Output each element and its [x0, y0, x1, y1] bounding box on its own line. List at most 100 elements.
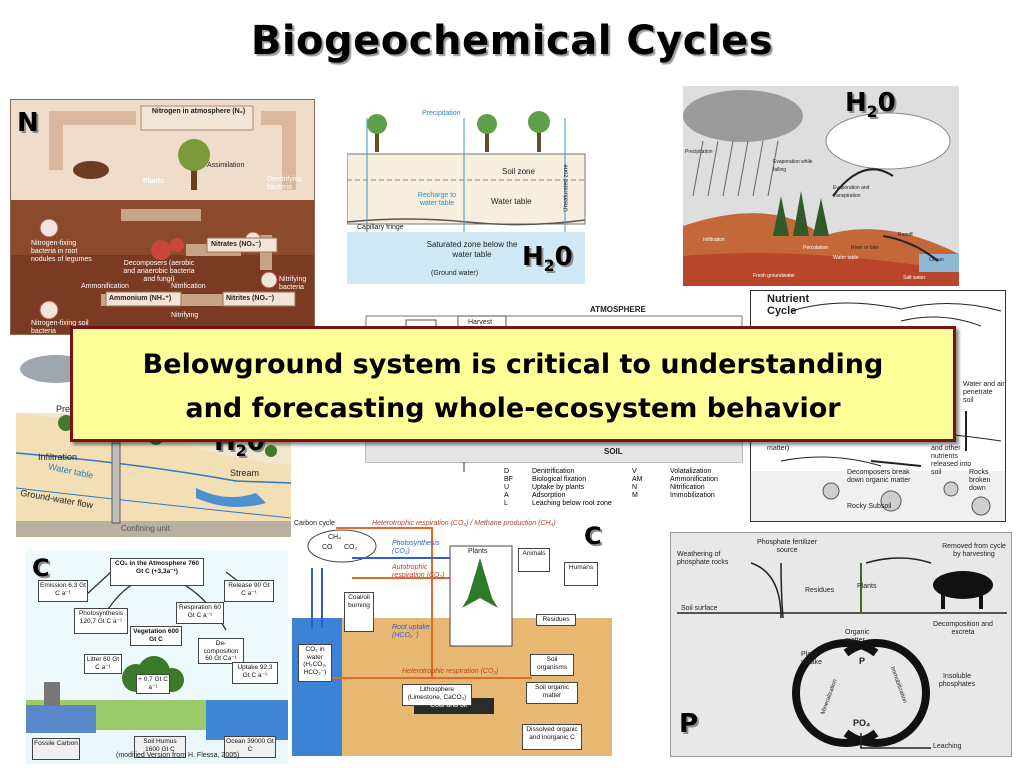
- n-nitrates-label: Nitrates (NO₃⁻): [211, 241, 262, 248]
- inf-precip-label: Pre: [56, 404, 71, 414]
- cm-root-uptake: Root uptake (HCO₃⁻): [392, 624, 430, 639]
- n-nitrifying-label: Nitrifying bacteria: [279, 276, 307, 291]
- phosphorus-tag: P: [679, 709, 699, 739]
- wc-fresh-groundwater-label: Fresh groundwater: [753, 273, 795, 279]
- cm-photosynthesis: Photosynthesis (CO₂): [392, 540, 440, 555]
- ocean-box: Ocean 39000 Gt C: [224, 736, 276, 758]
- wc-ocean-label: Ocean: [929, 257, 944, 263]
- harvest-label: Harvest: [468, 319, 493, 326]
- nutrient-rocks-label: Rocks broken down: [969, 469, 991, 492]
- carbon-cycle-diagram: [292, 527, 612, 756]
- p-organic: Organic matter: [845, 629, 870, 644]
- wc-percolation-label: Percolation: [803, 245, 829, 251]
- co2-atmosphere-box: CO₂ in the Atmosphere 760 Gt C (+3,3a⁻¹): [110, 558, 204, 586]
- cm-autotrophic: Autotrophic respiration (CO₂): [392, 564, 445, 579]
- cm-plants: Plants: [468, 548, 488, 555]
- cm-dissolved: Dissolved organic and inorganic C: [522, 724, 582, 750]
- p-residues: Residues: [805, 587, 835, 594]
- carbon-flux-panel: C CO₂ in the Atmosphere 760 Gt C (+3,3a⁻…: [26, 550, 288, 764]
- n-nitrification-label: Nitrification: [171, 283, 206, 290]
- cm-lithosphere: Lithosphere (Limestone, CaCO₃): [402, 684, 472, 706]
- inf-infiltration-label: Infiltration: [38, 452, 78, 462]
- photosynthesis-box: Photosynthesis 120,7 Gt C a⁻¹: [74, 608, 128, 634]
- gw-ground-water-label: (Ground water): [431, 270, 479, 277]
- cm-hetero-bottom: Heterotrophic respiration (CO₂): [402, 668, 499, 675]
- n-nitrites-label: Nitrites (NO₂⁻): [226, 295, 275, 302]
- n-ammonification-label: Ammonification: [81, 283, 129, 290]
- gw-unsaturated-label: Unsaturated zone: [563, 164, 570, 212]
- carbon-cycle-panel: C Carbon cycle Heterotrophic respiration…: [292, 518, 612, 756]
- n-nitrifying2-label: Nitrifying: [171, 312, 199, 319]
- cm-title: Carbon cycle: [294, 520, 335, 527]
- n-fixing-label: Nitrogen-fixing bacteria in root nodules…: [31, 240, 92, 263]
- carbon-credit: (modified Version from H. Flessa, 2005): [116, 752, 240, 759]
- n-plants-label: Plants: [143, 178, 165, 185]
- n-atmosphere-label: Nitrogen in atmosphere (N₂): [151, 108, 246, 115]
- p-decomposition: Decomposition and excreta: [933, 621, 993, 636]
- gw-soil-zone-label: Soil zone: [502, 167, 535, 176]
- water-cycle-illustration: [683, 86, 959, 286]
- decomposition-box: De-composition 60 Gt Ca⁻¹: [198, 638, 244, 664]
- n-ammonium-label: Ammonium (NH₄⁺): [109, 295, 172, 302]
- phosphorus-cycle-diagram: [677, 557, 1007, 749]
- nutrient-subsoil-label: Rocky Subsoil: [847, 503, 892, 510]
- carbon-tag-left: C: [32, 554, 50, 582]
- nutrient-matter-label: matter): [767, 445, 790, 452]
- water-cycle-panel: Precipitation Evaporation while falling …: [683, 86, 959, 286]
- cm-co2-water: CO₂ in water (H₂CO₃, HCO₃⁻): [298, 644, 332, 682]
- gw-water-table-label: Water table: [491, 197, 532, 206]
- nutrient-title: Nutrient Cycle: [767, 293, 810, 317]
- cm-coal-oil: Coal and oil: [430, 702, 467, 709]
- wc-precipitation-label: Precipitation: [685, 149, 713, 155]
- p-po4: PO₄: [853, 718, 871, 728]
- gw-capillary-label: Capillary fringe: [357, 224, 404, 231]
- cm-soil-organic: Soil organic matter: [526, 682, 578, 704]
- wc-evaporation-label: Evaporation while falling: [773, 159, 813, 173]
- nutrient-water-air-label: Water and air penetrate soil: [963, 381, 1005, 404]
- uptake-box: Uptake 92,3 Gt C a⁻¹: [232, 662, 278, 684]
- wc-river-label: River or lake: [851, 245, 880, 251]
- gw-precipitation-label: Precipitation: [422, 110, 461, 117]
- n-soil-bacteria-label: Nitrogen-fixing soil bacteria: [31, 320, 89, 335]
- wc-salt-water-label: Salt water: [903, 275, 926, 281]
- atmosphere-label: ATMOSPHERE: [590, 305, 646, 314]
- wc-transpiration-label: Evaporation and transpiration: [833, 185, 870, 199]
- cm-co: CO: [322, 544, 333, 551]
- gw-recharge-label: Recharge to water table: [417, 192, 457, 207]
- p-p: P: [859, 656, 866, 666]
- n-denitrifying-label: Denitrifying bacteria: [267, 176, 303, 191]
- soil-label: SOIL: [604, 447, 623, 456]
- p-insoluble: Insoluble phosphates: [938, 673, 976, 688]
- h2o-tag-groundwater: H20: [522, 242, 573, 276]
- nutrient-decomposers-label: Decomposers break down organic matter: [847, 469, 911, 484]
- emission-box: Emission 6,3 Gt C a⁻¹: [38, 580, 88, 602]
- nitrogen-cycle-illustration: [11, 100, 314, 334]
- page-title: Biogeochemical Cycles: [250, 18, 774, 64]
- h2o-tag-water-cycle: H20: [845, 88, 896, 122]
- p-plants: Plants: [857, 583, 877, 590]
- cm-animals: Animals: [518, 548, 550, 572]
- phosphorus-cycle-panel: Weathering of phosphate rocks Phosphate …: [670, 532, 1012, 757]
- p-leaching: Leaching: [933, 743, 962, 750]
- p-uptake: Plant uptake: [801, 651, 823, 666]
- p-removed: Removed from cycle by harvesting: [942, 543, 1006, 558]
- carbon-tag-mid: C: [584, 522, 602, 550]
- groundwater-illustration: [347, 111, 586, 284]
- n-decomposers-label: Decomposers (aerobic and anaerobic bacte…: [123, 260, 195, 283]
- cm-soil-organisms: Soil organisms: [530, 654, 574, 676]
- cm-humans: Humans: [564, 562, 598, 586]
- release-box: Release 90 Gt C a⁻¹: [224, 580, 274, 602]
- gw-saturated-label: Saturated zone below the water table: [426, 240, 518, 259]
- litter-box: Litter 60 Gt C a⁻¹: [84, 654, 122, 674]
- growth-box: + 0,7 Gt C a⁻¹: [136, 674, 170, 694]
- cm-co2: CO₂: [344, 544, 358, 551]
- p-soil-surface: Soil surface: [681, 605, 718, 612]
